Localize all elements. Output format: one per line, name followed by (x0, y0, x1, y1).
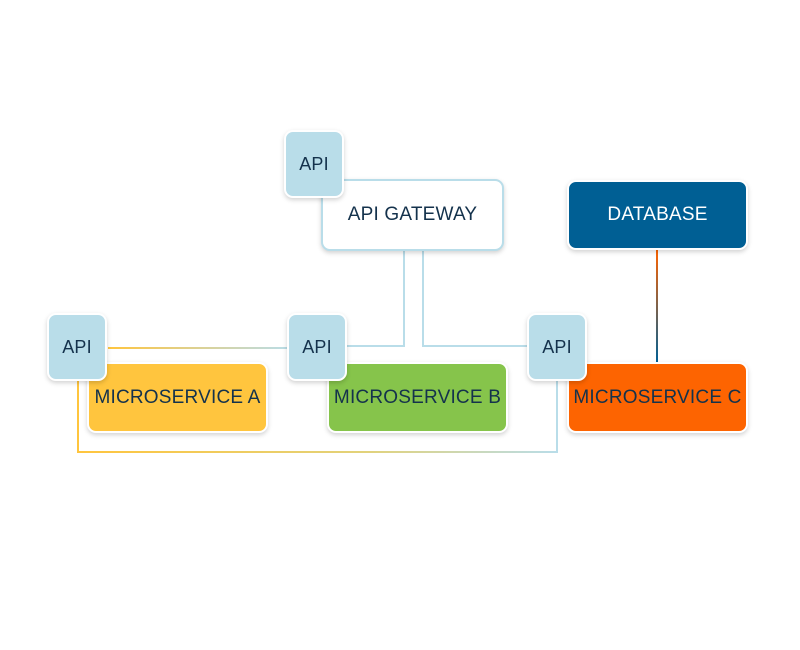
microservice-a-api-label: API (62, 336, 92, 357)
microservice-b-label: MICROSERVICE B (333, 386, 502, 408)
link-api-a-to-api-c (77, 380, 558, 453)
microservice-c-api-box[interactable]: API (527, 313, 587, 381)
api-gateway-label: API GATEWAY (347, 204, 478, 225)
microservice-a-box[interactable]: MICROSERVICE A (87, 362, 268, 433)
link-gateway-to-api-c (422, 251, 530, 347)
microservice-b-api-box[interactable]: API (287, 313, 347, 381)
microservice-b-api-label: API (302, 336, 332, 357)
microservice-a-label: MICROSERVICE A (94, 386, 261, 408)
link-gateway-to-api-b (346, 251, 405, 347)
api-gateway-box[interactable]: API GATEWAY (321, 179, 504, 251)
database-box[interactable]: DATABASE (567, 180, 748, 250)
microservice-c-api-label: API (542, 336, 572, 357)
microservice-b-box[interactable]: MICROSERVICE B (327, 362, 508, 433)
database-label: DATABASE (607, 204, 708, 225)
api-gateway-api-box[interactable]: API (284, 130, 344, 198)
api-gateway-api-label: API (299, 153, 329, 174)
microservice-c-label: MICROSERVICE C (573, 386, 742, 408)
microservice-a-api-box[interactable]: API (47, 313, 107, 381)
microservice-c-box[interactable]: MICROSERVICE C (567, 362, 748, 433)
